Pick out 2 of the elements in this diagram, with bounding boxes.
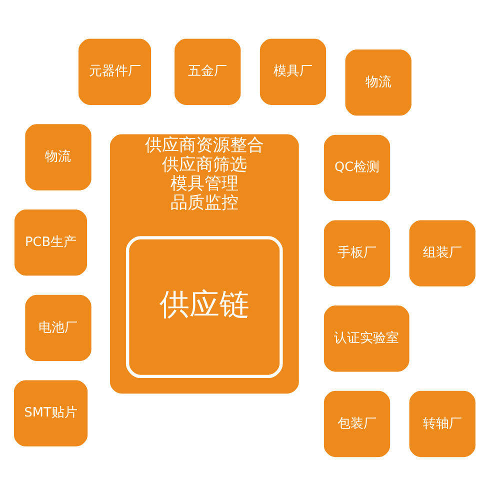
node-box: 包装厂 [320, 388, 394, 460]
node-box: 供应链 [126, 236, 283, 378]
